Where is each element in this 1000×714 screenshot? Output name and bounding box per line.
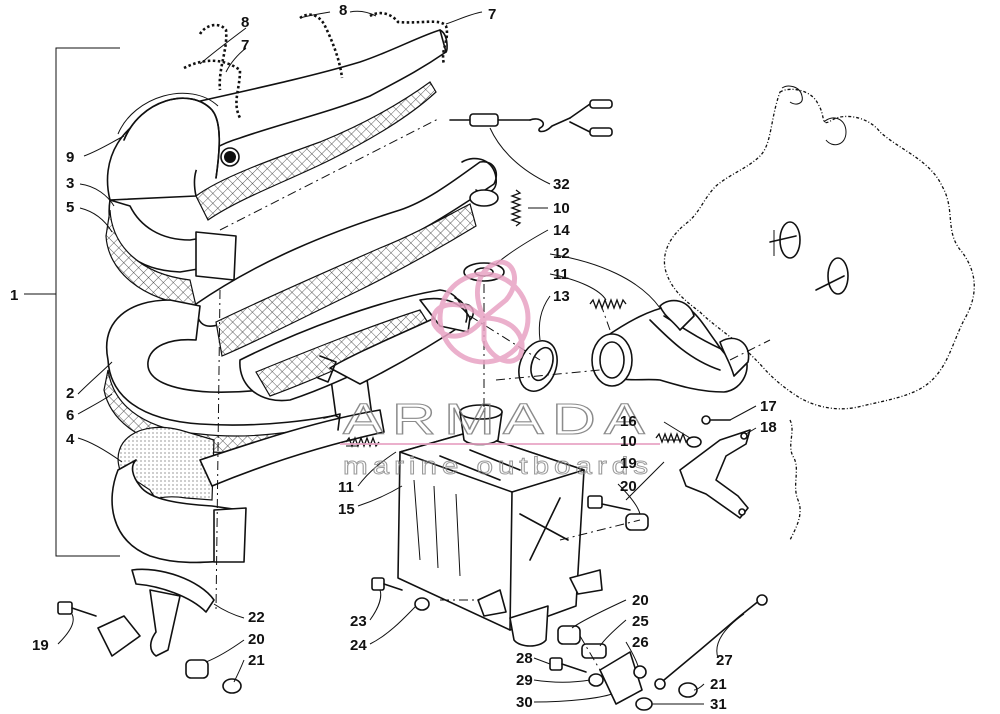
nut-21-right [678, 682, 698, 698]
callout-11: 11 [553, 266, 569, 283]
callout-17: 17 [760, 398, 777, 415]
callout-24: 24 [350, 637, 367, 654]
lower-bracket [97, 568, 215, 657]
assembly-centerlines [215, 117, 771, 671]
callout-4: 4 [66, 431, 75, 448]
lockwasher-26 [633, 665, 647, 679]
callout-26: 26 [632, 634, 649, 651]
callout-6: 6 [66, 407, 74, 424]
callout-7: 7 [241, 37, 249, 54]
callout-32: 32 [553, 176, 570, 193]
nut-21-left [222, 678, 242, 694]
bolt-19-right [587, 495, 631, 511]
callout-18: 18 [760, 419, 777, 436]
callout-21: 21 [248, 652, 265, 669]
callout-20: 20 [632, 592, 649, 609]
callout-3: 3 [66, 175, 74, 192]
silencer-box [397, 404, 603, 647]
callout-16: 16 [620, 413, 637, 430]
assembly-group-bracket [24, 47, 120, 557]
watermark-brand: ARMADA [343, 395, 653, 444]
callout-27: 27 [716, 652, 733, 669]
callout-5: 5 [66, 199, 74, 216]
callout-2: 2 [66, 385, 74, 402]
callout-11: 11 [338, 479, 354, 496]
callout-12: 12 [553, 245, 570, 262]
watermark-tagline: marine outboards [343, 453, 653, 480]
rubber-mount-20-lower [557, 625, 581, 645]
callout-20: 20 [248, 631, 265, 648]
callout-9: 9 [66, 149, 74, 166]
callout-labels: 8 8 7 7 9 3 5 1 2 6 4 32 10 14 12 11 13 … [10, 2, 777, 713]
callout-8: 8 [339, 2, 347, 19]
callout-23: 23 [350, 613, 367, 630]
mounting-bracket-18 [679, 429, 751, 519]
callout-22: 22 [248, 609, 265, 626]
callout-1: 1 [10, 287, 18, 304]
callout-19: 19 [620, 455, 637, 472]
callout-29: 29 [516, 672, 533, 689]
screw-17 [701, 415, 731, 425]
plate-30 [599, 651, 643, 705]
callout-14: 14 [553, 222, 570, 239]
ground-cable-27 [654, 594, 768, 690]
callout-10: 10 [553, 200, 570, 217]
washer-24 [414, 597, 430, 611]
propeller-icon [431, 259, 531, 365]
temperature-sensor [449, 99, 613, 137]
callout-20: 20 [620, 478, 637, 495]
bolt-23 [371, 577, 403, 591]
exhaust-manifold [591, 299, 750, 393]
armada-watermark: ARMADA marine outboards [340, 259, 660, 480]
callout-25: 25 [632, 613, 649, 630]
callout-31: 31 [710, 696, 727, 713]
engine-stud-upper [769, 221, 801, 259]
sealing-ring-13 [518, 340, 558, 392]
callout-19: 19 [32, 637, 49, 654]
exhaust-pipe-middle [195, 157, 499, 357]
washer-29 [588, 673, 604, 687]
nut-31 [635, 697, 653, 711]
engine-outline [663, 85, 975, 541]
callout-21: 21 [710, 676, 727, 693]
callout-15: 15 [338, 501, 355, 518]
bolt-19-left [57, 601, 97, 617]
rubber-mount-20-right [625, 513, 649, 531]
heat-shield-springs [117, 92, 221, 179]
callout-28: 28 [516, 650, 533, 667]
callout-8: 8 [241, 14, 249, 31]
bolt-28 [549, 657, 587, 673]
rubber-mount-20-left [185, 659, 209, 679]
callout-13: 13 [553, 288, 570, 305]
callout-30: 30 [516, 694, 533, 711]
callout-7: 7 [488, 6, 496, 23]
callout-leaders [57, 10, 757, 705]
engine-stud-lower [815, 257, 849, 295]
callout-10: 10 [620, 433, 637, 450]
spacer-25 [581, 643, 607, 659]
cap-16 [686, 436, 702, 448]
